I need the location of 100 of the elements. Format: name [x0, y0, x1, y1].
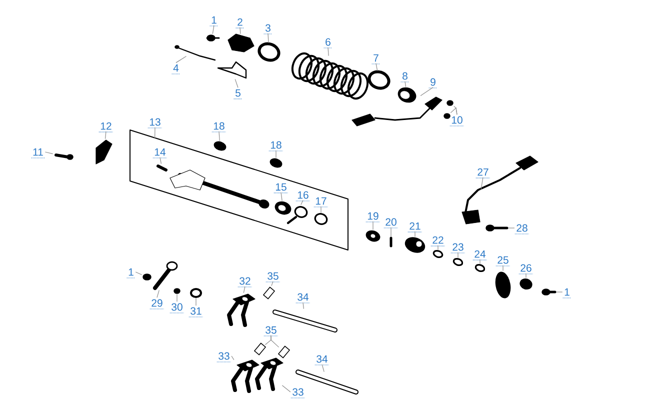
leader-line: [414, 231, 416, 238]
clip-drawing: [286, 206, 308, 224]
leader-line: [44, 152, 54, 154]
arm-drawing: [153, 261, 178, 290]
callout-number: 16: [296, 191, 310, 202]
callout-number: 11: [31, 148, 45, 158]
callout-number: 1: [126, 268, 136, 278]
leader-line: [243, 286, 246, 294]
leader-line: [176, 294, 178, 302]
leader-line: [390, 227, 392, 238]
screw-drawing: [444, 113, 450, 119]
leader-line: [154, 127, 156, 140]
plate-drawing: [228, 34, 254, 52]
bracket-drawing: [217, 61, 247, 79]
callout-number: 13: [148, 118, 162, 128]
callout-number: 34: [296, 293, 310, 304]
housing-drawing: [404, 237, 426, 253]
leader-line: [280, 192, 282, 202]
ring-drawing: [474, 264, 486, 272]
leader-line: [218, 131, 220, 142]
leader-line: [160, 157, 162, 164]
washer-drawing: [366, 230, 380, 242]
panel-drawing: [130, 130, 348, 250]
leader-line: [320, 206, 322, 214]
knob-drawing: [495, 272, 511, 298]
callout-number: 29: [150, 299, 164, 310]
fork-drawing: [255, 358, 284, 391]
sensor-drawing: [352, 96, 442, 126]
screw-drawing: [446, 100, 454, 106]
leader-line: [450, 107, 458, 115]
leader-line: [404, 81, 406, 88]
wire-drawing: [174, 45, 216, 61]
leader-line: [302, 302, 304, 310]
leader-line: [212, 25, 214, 34]
leader-line: [240, 27, 241, 34]
leader-line: [104, 131, 106, 140]
leader-line: [282, 385, 291, 392]
callout-number: 26: [518, 264, 534, 274]
callout-number: 23: [450, 243, 466, 254]
cap-drawing: [398, 87, 416, 103]
leader-line: [502, 265, 504, 272]
washer-drawing: [274, 201, 292, 215]
callout-number: 31: [188, 307, 204, 318]
callout-number: 22: [430, 236, 446, 246]
bolt-drawing: [542, 288, 556, 296]
bolt-drawing: [486, 224, 508, 232]
leader-line: [156, 290, 160, 298]
spring-drawing: [190, 288, 202, 298]
callout-number: 21: [408, 222, 422, 232]
callout-number: 3: [264, 24, 272, 34]
callout-number: 28: [514, 224, 530, 234]
pin-drawing: [54, 154, 74, 160]
leader-line: [372, 221, 374, 230]
callout-number: 4: [172, 64, 180, 74]
bolt-drawing: [206, 34, 220, 42]
fork-drawing: [231, 360, 260, 393]
leader-line: [420, 87, 434, 96]
ring-drawing: [432, 250, 444, 258]
leader-line: [480, 177, 484, 190]
ring-drawing: [452, 258, 464, 266]
callout-number: 35: [264, 326, 278, 336]
callout-number: 1: [562, 288, 572, 298]
callout-number: 32: [238, 277, 252, 288]
lever-drawing: [96, 140, 112, 164]
callout-number: 25: [496, 256, 510, 266]
callout-number: 9: [428, 78, 438, 88]
callout-number: 14: [152, 148, 168, 158]
leader-line: [234, 78, 238, 88]
sensor-drawing: [462, 156, 538, 224]
callout-number: 35: [266, 272, 280, 282]
callout-number: 15: [274, 183, 288, 194]
ring-drawing: [314, 213, 328, 225]
bushing-drawing: [214, 141, 226, 151]
leader-line: [268, 33, 269, 44]
leader-line: [176, 56, 187, 63]
leader-line: [231, 356, 234, 360]
pin-drawing: [390, 236, 392, 248]
callout-number: 5: [234, 89, 242, 100]
bushing-drawing: [270, 158, 282, 168]
nut-drawing: [142, 274, 152, 280]
callout-number: 18: [268, 141, 284, 152]
ring-drawing: [368, 70, 390, 90]
pin-drawing: [156, 164, 168, 172]
leader-line: [270, 335, 280, 348]
leader-line: [376, 63, 378, 72]
callout-number: 18: [212, 122, 226, 132]
callout-number: 33: [290, 388, 306, 398]
callout-number: 17: [314, 197, 328, 208]
leader-line: [271, 281, 274, 286]
callout-number: 33: [216, 352, 232, 362]
callout-number: 19: [366, 212, 380, 222]
callout-number: 30: [170, 303, 184, 314]
callout-number: 24: [472, 250, 488, 260]
callout-number: 6: [324, 38, 332, 48]
callout-number: 8: [400, 72, 410, 82]
leader-line: [328, 47, 329, 56]
callout-number: 1: [210, 16, 218, 26]
leader-line: [135, 272, 142, 276]
spring-drawing: [291, 52, 369, 100]
leader-line: [300, 200, 304, 206]
